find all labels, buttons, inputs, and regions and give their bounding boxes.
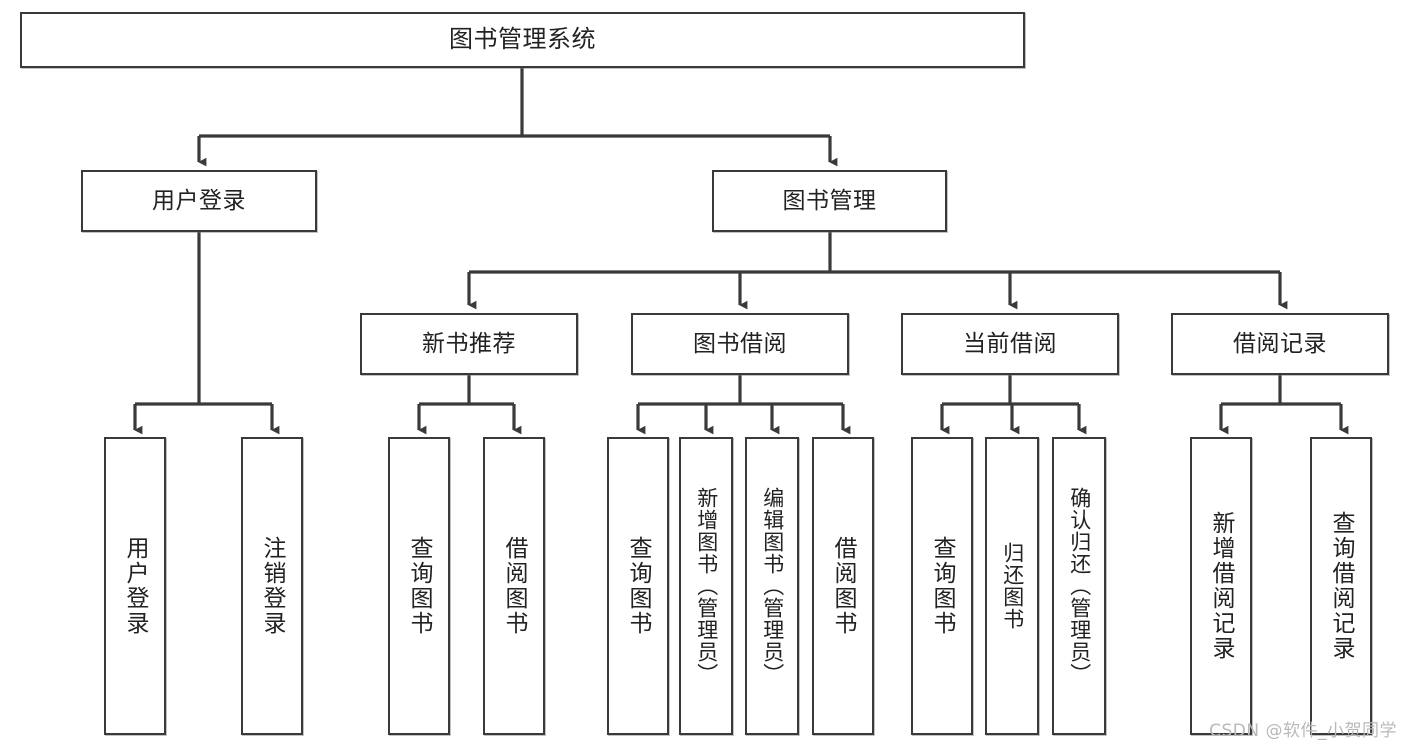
leaf-query-borrow-record[interactable]: 查询借阅记录 <box>1310 437 1372 735</box>
leaf-borrow-book-recommend[interactable]: 借阅图书 <box>483 437 545 735</box>
node-new-book-recommend-label: 新书推荐 <box>422 330 516 357</box>
leaf-add-book-admin[interactable]: 新增图书（管理员） <box>679 437 733 735</box>
leaf-borrow-book-recommend-label: 借阅图书 <box>501 536 528 636</box>
leaf-query-borrow-record-label: 查询借阅记录 <box>1328 511 1355 661</box>
leaf-edit-book-admin-label: 编辑图书（管理员） <box>760 487 785 685</box>
leaf-logout-label: 注销登录 <box>259 536 286 636</box>
leaf-query-book-borrow-label: 查询图书 <box>625 536 652 636</box>
node-borrow-record-label: 借阅记录 <box>1233 330 1327 357</box>
node-current-borrow-label: 当前借阅 <box>963 330 1057 357</box>
node-book-borrow[interactable]: 图书借阅 <box>631 313 849 375</box>
leaf-query-book-borrow[interactable]: 查询图书 <box>607 437 669 735</box>
leaf-borrow-book[interactable]: 借阅图书 <box>812 437 874 735</box>
node-user-login[interactable]: 用户登录 <box>81 170 317 232</box>
leaf-query-book-recommend[interactable]: 查询图书 <box>388 437 450 735</box>
leaf-confirm-return-admin[interactable]: 确认归还（管理员） <box>1052 437 1106 735</box>
leaf-return-book-label: 归还图书 <box>1000 542 1025 630</box>
node-book-borrow-label: 图书借阅 <box>693 330 787 357</box>
node-new-book-recommend[interactable]: 新书推荐 <box>360 313 578 375</box>
node-user-login-label: 用户登录 <box>152 187 246 214</box>
node-current-borrow[interactable]: 当前借阅 <box>901 313 1119 375</box>
leaf-query-book-current[interactable]: 查询图书 <box>911 437 973 735</box>
leaf-query-book-current-label: 查询图书 <box>929 536 956 636</box>
leaf-user-login-label: 用户登录 <box>122 536 149 636</box>
leaf-confirm-return-admin-label: 确认归还（管理员） <box>1067 487 1092 685</box>
leaf-return-book[interactable]: 归还图书 <box>985 437 1039 735</box>
node-borrow-record[interactable]: 借阅记录 <box>1171 313 1389 375</box>
leaf-logout[interactable]: 注销登录 <box>241 437 303 735</box>
node-root-label: 图书管理系统 <box>449 25 596 54</box>
leaf-add-book-admin-label: 新增图书（管理员） <box>694 487 719 685</box>
node-book-management-label: 图书管理 <box>782 187 877 214</box>
node-root[interactable]: 图书管理系统 <box>20 12 1025 68</box>
leaf-query-book-recommend-label: 查询图书 <box>406 536 433 636</box>
leaf-add-borrow-record-label: 新增借阅记录 <box>1208 511 1235 661</box>
node-book-management[interactable]: 图书管理 <box>712 170 947 232</box>
leaf-add-borrow-record[interactable]: 新增借阅记录 <box>1190 437 1252 735</box>
leaf-user-login[interactable]: 用户登录 <box>104 437 166 735</box>
csdn-watermark: CSDN @软件_小贺同学 <box>1209 721 1397 741</box>
leaf-edit-book-admin[interactable]: 编辑图书（管理员） <box>745 437 799 735</box>
leaf-borrow-book-label: 借阅图书 <box>830 536 857 636</box>
